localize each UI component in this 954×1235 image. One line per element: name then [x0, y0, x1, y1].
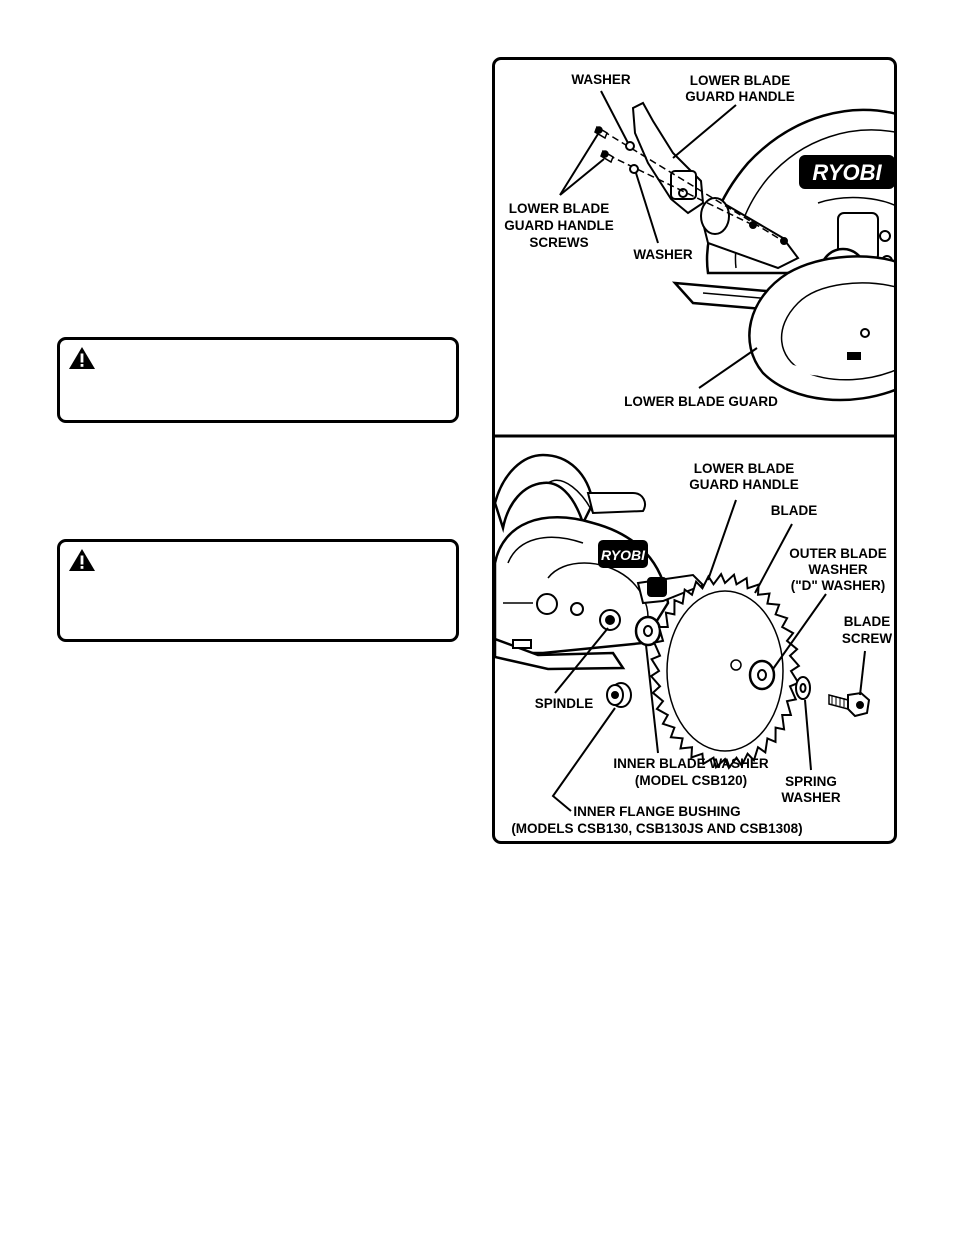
label-washer-top: WASHER [571, 72, 631, 87]
label-bottom-guard-handle-line1: LOWER BLADE [694, 461, 795, 476]
label-blade: BLADE [771, 503, 818, 518]
warning-triangle-icon [69, 549, 95, 571]
label-lower-blade-guard: LOWER BLADE GUARD [624, 394, 778, 409]
label-handle-screws-line3: SCREWS [529, 235, 588, 250]
label-spindle: SPINDLE [535, 696, 594, 711]
warning-box-1 [57, 337, 459, 423]
ryobi-logo-top [799, 155, 894, 189]
ryobi-logo-text-top: RYOBI [812, 160, 882, 185]
saw-blade [649, 572, 801, 770]
figure-illustration: RYOBI WASHER LOWER BLADE GUARD HANDLE LO… [495, 72, 894, 836]
warning-triangle-icon [69, 347, 95, 369]
washer-2 [629, 164, 639, 174]
blade-screw [828, 691, 871, 718]
lower-blade-guard [748, 255, 894, 402]
ryobi-logo-text-bottom: RYOBI [601, 547, 646, 563]
label-blade-screw-line1: BLADE [844, 614, 891, 629]
label-blade-screw-line2: SCREW [842, 631, 893, 646]
label-washer-bottom: WASHER [633, 247, 693, 262]
warning-box-2 [57, 539, 459, 642]
figure-frame: RYOBI WASHER LOWER BLADE GUARD HANDLE LO… [492, 57, 897, 844]
label-handle-screws-line2: GUARD HANDLE [504, 218, 614, 233]
top-illustration [594, 101, 894, 402]
label-handle-screws-line1: LOWER BLADE [509, 201, 610, 216]
label-outer-washer-line1: OUTER BLADE [789, 546, 887, 561]
base-shoe-bottom [495, 637, 626, 671]
label-inner-washer-line1: INNER BLADE WASHER [613, 756, 769, 771]
label-outer-washer-line2: WASHER [808, 562, 868, 577]
label-inner-flange-line2: (MODELS CSB130, CSB130JS AND CSB1308) [511, 821, 802, 836]
label-spring-washer-line1: SPRING [785, 774, 837, 789]
label-inner-washer-line2: (MODEL CSB120) [635, 773, 747, 788]
bottom-illustration [495, 453, 871, 770]
label-guard-handle-line1: LOWER BLADE [690, 73, 791, 88]
label-bottom-guard-handle-line2: GUARD HANDLE [689, 477, 799, 492]
handle-screws [594, 125, 614, 164]
bottom-leader-lines [551, 499, 866, 812]
label-outer-washer-line3: ("D" WASHER) [791, 578, 886, 593]
top-leader-lines [559, 90, 758, 389]
label-guard-handle-line2: GUARD HANDLE [685, 89, 795, 104]
ryobi-logo-bottom [598, 540, 648, 568]
label-inner-flange-line1: INNER FLANGE BUSHING [573, 804, 740, 819]
saw-handle-bottom [495, 453, 595, 533]
washer-1 [625, 141, 635, 151]
label-spring-washer-line2: WASHER [781, 790, 841, 805]
